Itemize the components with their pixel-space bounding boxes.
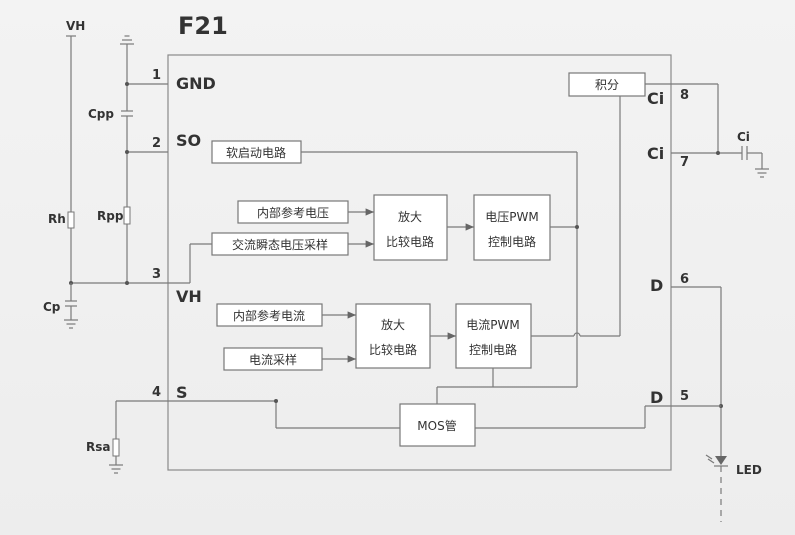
ci-label: Ci [737, 130, 750, 144]
v-amp-label-1: 放大 [398, 209, 422, 224]
i-pwm-label-1: 电流PWM [466, 318, 519, 332]
pin-7-number: 7 [680, 155, 689, 170]
pin-1-name: GND [176, 74, 216, 93]
cp-label: Cp [43, 300, 61, 314]
pin-4-name: S [176, 383, 188, 402]
i-amp-label-2: 比较电路 [369, 342, 417, 357]
integrator-label: 积分 [595, 78, 619, 92]
led-label: LED [736, 463, 762, 477]
pin-3-name: VH [176, 287, 202, 306]
pin-8-number: 8 [680, 88, 689, 103]
rh-label: Rh [48, 212, 66, 226]
v-pwm-label-2: 控制电路 [488, 234, 536, 249]
mos-block [399, 403, 476, 447]
pin-2-name: SO [176, 131, 201, 150]
v-pwm-block [473, 194, 551, 261]
pin-8-name: Ci [647, 89, 664, 108]
pin-5-number: 5 [680, 389, 689, 404]
integrator-block [568, 72, 646, 97]
i-pwm-label-2: 控制电路 [469, 342, 517, 357]
i-sample-label: 电流采样 [249, 352, 297, 367]
i-amp-label-1: 放大 [381, 317, 405, 332]
i-amp-block [355, 303, 431, 369]
pin-4-number: 4 [152, 385, 161, 400]
cpp-label: Cpp [88, 107, 114, 121]
rpp-resistor [123, 206, 131, 225]
pin-6-number: 6 [680, 272, 689, 287]
led-symbol [715, 456, 727, 465]
rsa-resistor [112, 438, 120, 457]
i-pwm-block [455, 303, 532, 369]
rh-resistor [67, 211, 75, 229]
vref-label: 内部参考电压 [257, 205, 329, 220]
rsa-label: Rsa [86, 440, 110, 454]
v-sample-label: 交流瞬态电压采样 [232, 237, 328, 252]
pin-7-name: Ci [647, 144, 664, 163]
v-amp-block [373, 194, 448, 261]
pin-5-name: D [650, 388, 663, 407]
mos-label: MOS管 [417, 418, 456, 433]
soft-start-label: 软启动电路 [226, 145, 286, 160]
chip-outline [167, 54, 672, 471]
pin-3-number: 3 [152, 267, 161, 282]
v-amp-label-2: 比较电路 [386, 234, 434, 249]
iref-label: 内部参考电流 [233, 308, 305, 323]
pin-2-number: 2 [152, 136, 161, 151]
v-pwm-label-1: 电压PWM [485, 210, 538, 224]
pin-6-name: D [650, 276, 663, 295]
pin-1-number: 1 [152, 68, 161, 83]
vh-rail-label: VH [66, 19, 85, 33]
rpp-label: Rpp [97, 209, 124, 223]
chip-title: F21 [178, 12, 228, 40]
